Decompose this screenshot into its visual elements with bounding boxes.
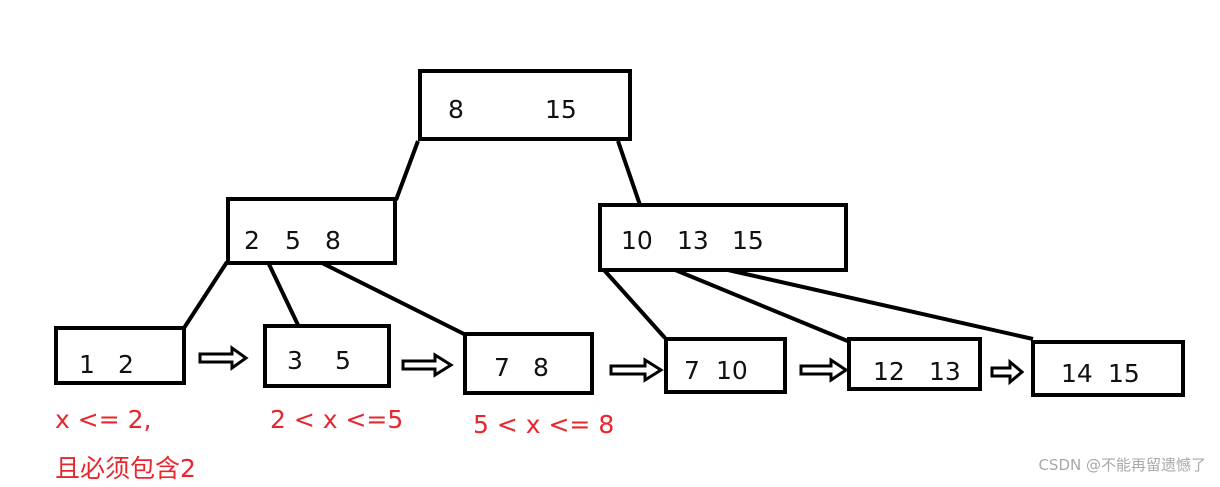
arrow-right-icon <box>401 352 454 378</box>
watermark: CSDN @不能再留遗憾了 <box>1038 456 1206 474</box>
internal1-key-3: 8 <box>325 226 341 255</box>
leaf-node-5: 12 13 <box>847 337 982 391</box>
internal-node-1: 2 5 8 <box>226 197 397 265</box>
leaf4-key-1: 7 <box>684 356 700 385</box>
leaf5-key-1: 12 <box>873 357 905 386</box>
leaf-node-1: 1 2 <box>54 326 186 385</box>
arrow-right-icon <box>990 358 1025 386</box>
leaf2-key-1: 3 <box>287 346 303 375</box>
edge-internal2-leaf5 <box>667 265 851 344</box>
internal2-key-3: 15 <box>732 226 764 255</box>
leaf1-requirement-annotation: 且必须包含2 <box>55 454 196 483</box>
leaf3-key-1: 7 <box>494 353 510 382</box>
edge-internal1-leaf3 <box>319 260 465 336</box>
leaf3-range-annotation: 5 < x <= 8 <box>473 410 615 439</box>
internal1-key-1: 2 <box>244 226 260 255</box>
leaf-node-6: 14 15 <box>1031 340 1185 397</box>
leaf6-key-1: 14 <box>1061 359 1093 388</box>
leaf3-key-2: 8 <box>533 353 549 382</box>
leaf-node-2: 3 5 <box>263 324 391 388</box>
leaf2-key-2: 5 <box>335 346 351 375</box>
root-node: 8 15 <box>418 69 632 141</box>
leaf6-key-2: 15 <box>1108 359 1140 388</box>
leaf2-range-annotation: 2 < x <=5 <box>270 405 404 434</box>
arrow-right-icon <box>609 357 664 383</box>
leaf-node-3: 7 8 <box>463 332 594 395</box>
edge-internal2-leaf6 <box>727 268 1034 341</box>
root-key-2: 15 <box>545 95 577 124</box>
leaf1-range-annotation: x <= 2, <box>55 405 152 434</box>
edge-root-internal1 <box>394 140 420 201</box>
leaf4-key-2: 10 <box>716 356 748 385</box>
leaf1-key-2: 2 <box>118 350 134 379</box>
leaf-node-4: 7 10 <box>664 337 787 394</box>
internal1-key-2: 5 <box>285 226 301 255</box>
edge-internal1-leaf2 <box>265 259 300 326</box>
edge-internal1-leaf1 <box>182 260 229 330</box>
internal-node-2: 10 13 15 <box>598 203 848 272</box>
leaf1-key-1: 1 <box>79 350 95 379</box>
edge-root-internal2 <box>616 140 642 206</box>
edge-internal2-leaf4 <box>602 268 667 340</box>
internal2-key-1: 10 <box>621 226 653 255</box>
root-key-1: 8 <box>448 95 464 124</box>
arrow-right-icon <box>198 345 249 371</box>
internal2-key-2: 13 <box>677 226 709 255</box>
arrow-right-icon <box>799 357 849 383</box>
leaf5-key-2: 13 <box>929 357 961 386</box>
